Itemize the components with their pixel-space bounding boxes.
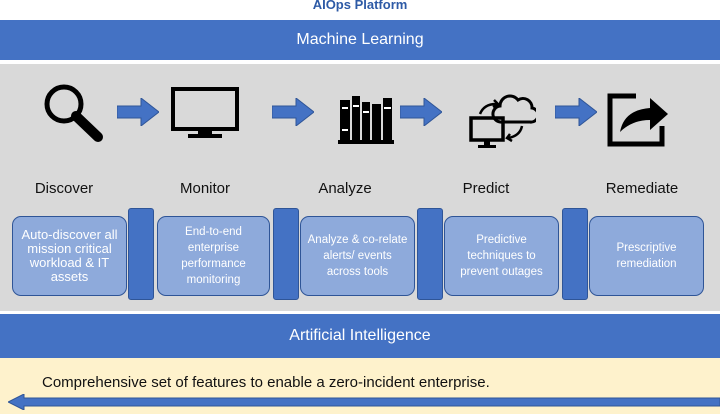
connector-pillar <box>128 208 154 300</box>
share-arrow-icon <box>607 93 668 147</box>
arrow-right-icon <box>400 98 442 126</box>
stage-description: Prescriptive remediation <box>616 242 677 270</box>
stage-card-remediate: Prescriptive remediation <box>589 216 704 296</box>
stage-card-monitor: End-to-end enterprise performance monito… <box>157 216 270 296</box>
stage-description: Auto-discover all mission critical workl… <box>21 227 118 284</box>
stage-description: End-to-end enterprise performance monito… <box>181 226 246 286</box>
magnifier-icon <box>44 84 103 142</box>
stage-description: Analyze & co-relate alerts/ events acros… <box>307 234 408 278</box>
stage-label-analyze: Analyze <box>318 180 372 197</box>
monitor-icon <box>171 87 239 138</box>
arrow-right-icon <box>117 98 159 126</box>
platform-title: AIOps Platform <box>312 0 408 12</box>
footer-text: Comprehensive set of features to enable … <box>42 374 490 391</box>
stage-card-predict: Predictive techniques to prevent outages <box>444 216 559 296</box>
arrow-right-icon <box>272 98 314 126</box>
stage-card-discover: Auto-discover all mission critical workl… <box>12 216 127 296</box>
machine-learning-band: Machine Learning <box>0 20 720 60</box>
connector-pillar <box>417 208 443 300</box>
stage-label-monitor: Monitor <box>179 180 231 197</box>
stage-card-analyze: Analyze & co-relate alerts/ events acros… <box>300 216 415 296</box>
artificial-intelligence-band: Artificial Intelligence <box>0 314 720 358</box>
stage-label-discover: Discover <box>34 180 94 197</box>
long-arrow-left-icon <box>8 394 720 410</box>
arrow-right-icon <box>555 98 597 126</box>
connector-pillar <box>562 208 588 300</box>
connector-pillar <box>273 208 299 300</box>
books-icon <box>338 96 394 144</box>
stage-label-remediate: Remediate <box>605 180 679 197</box>
cloud-sync-icon <box>469 94 536 148</box>
stage-label-predict: Predict <box>462 180 510 197</box>
stage-description: Predictive techniques to prevent outages <box>460 234 543 278</box>
